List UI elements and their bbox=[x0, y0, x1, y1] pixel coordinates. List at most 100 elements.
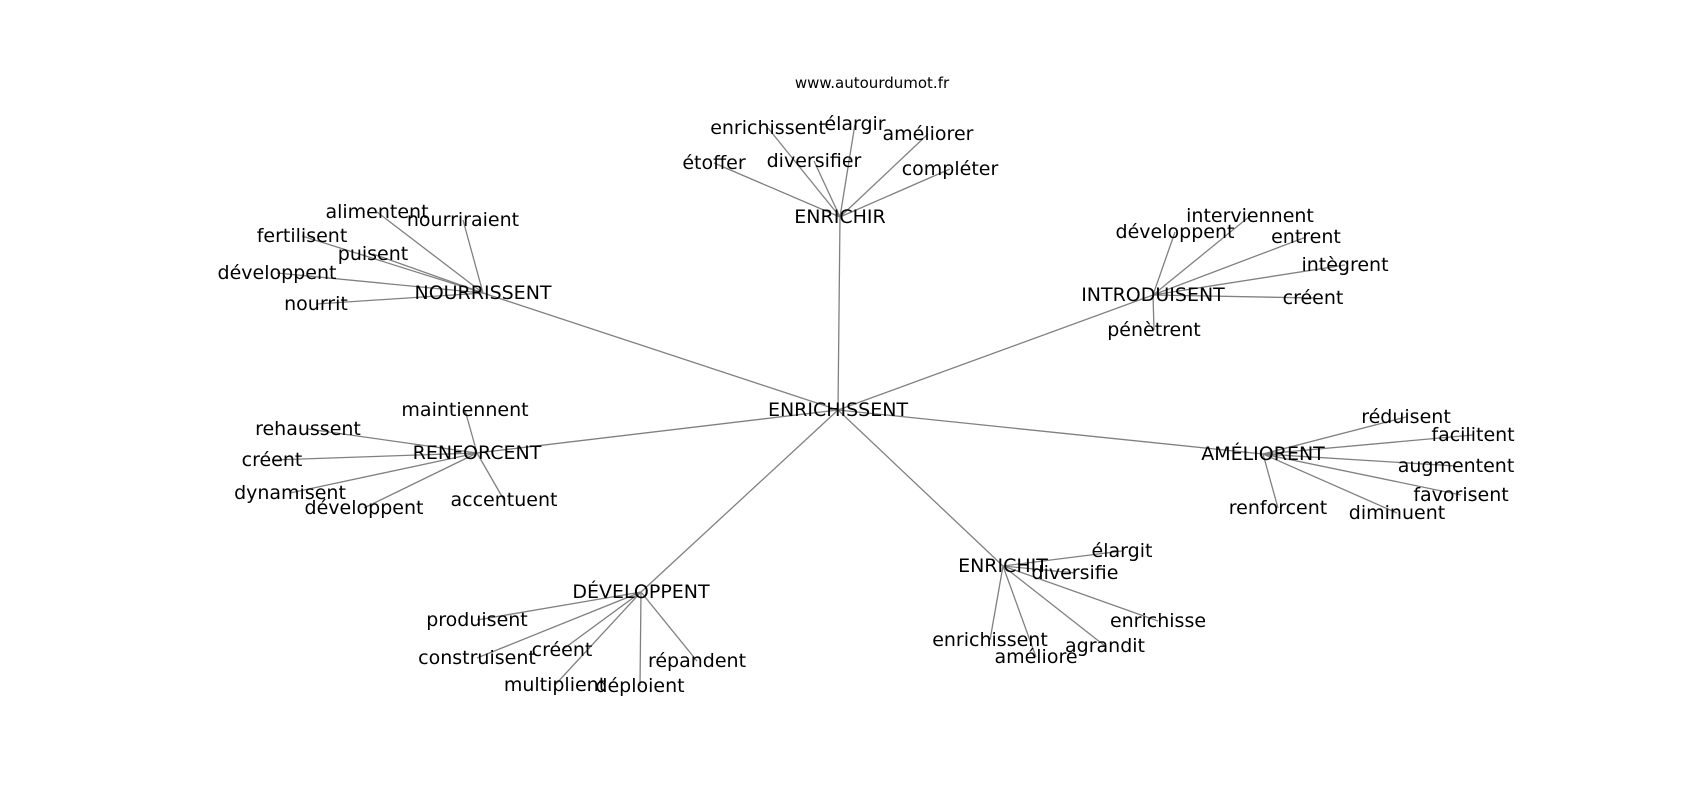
leaf-word[interactable]: pénètrent bbox=[1107, 319, 1201, 341]
edge-center-to-hub bbox=[837, 409, 1264, 455]
edge-center-to-hub bbox=[837, 294, 1154, 411]
edge-hub-to-leaf bbox=[813, 160, 841, 218]
edge-hub-to-leaf bbox=[1002, 565, 1076, 574]
leaf-word[interactable]: interviennent bbox=[1186, 205, 1314, 227]
edge-hub-to-leaf bbox=[639, 591, 642, 687]
graph-labels: ENRICHISSENTENRICHIRenrichissentélargira… bbox=[218, 113, 1515, 697]
edge-hub-to-leaf bbox=[1262, 453, 1462, 496]
edge-hub-to-leaf bbox=[1262, 453, 1457, 467]
leaf-word[interactable]: développent bbox=[305, 497, 424, 519]
edge-hub-to-leaf bbox=[1262, 453, 1398, 514]
leaf-word[interactable]: fertilisent bbox=[257, 225, 348, 247]
leaf-word[interactable]: déploient bbox=[595, 675, 684, 697]
edge-hub-to-leaf bbox=[1152, 215, 1251, 296]
edge-hub-to-leaf bbox=[640, 591, 698, 662]
edge-hub-to-leaf bbox=[289, 452, 478, 494]
leaf-word[interactable]: multiplient bbox=[504, 674, 606, 696]
edge-hub-to-leaf bbox=[1262, 416, 1407, 455]
leaf-word[interactable]: produisent bbox=[426, 609, 528, 631]
leaf-word[interactable]: intègrent bbox=[1301, 254, 1388, 276]
leaf-word[interactable]: nourriraient bbox=[407, 209, 519, 231]
edge-hub-to-leaf bbox=[462, 219, 484, 294]
edge-hub-to-leaf bbox=[1262, 453, 1279, 509]
leaf-word[interactable]: répandent bbox=[648, 650, 746, 672]
edge-hub-to-leaf bbox=[1152, 294, 1155, 331]
edge-hub-to-leaf bbox=[989, 565, 1004, 641]
hub-word[interactable]: ENRICHIT bbox=[958, 555, 1048, 577]
edge-hub-to-leaf bbox=[376, 211, 484, 294]
leaf-word[interactable]: enrichissent bbox=[710, 117, 826, 139]
edge-hub-to-leaf bbox=[767, 127, 841, 218]
site-label[interactable]: www.autourdumot.fr bbox=[795, 74, 950, 92]
leaf-word[interactable]: puisent bbox=[338, 243, 408, 265]
edge-hub-to-leaf bbox=[276, 272, 484, 294]
leaf-word[interactable]: enrichissent bbox=[932, 629, 1048, 651]
edge-center-to-hub bbox=[640, 409, 839, 593]
leaf-word[interactable]: développent bbox=[1116, 221, 1235, 243]
leaf-word[interactable]: diversifier bbox=[767, 150, 862, 172]
edge-center-to-hub bbox=[837, 409, 1004, 567]
hub-word[interactable]: DÉVELOPPENT bbox=[572, 580, 710, 603]
leaf-word[interactable]: favorisent bbox=[1413, 484, 1508, 506]
leaf-word[interactable]: développent bbox=[218, 262, 337, 284]
edge-hub-to-leaf bbox=[1152, 264, 1346, 296]
edge-hub-to-leaf bbox=[315, 292, 484, 305]
leaf-word[interactable]: améliore bbox=[994, 646, 1077, 668]
graph-edges bbox=[271, 123, 1474, 687]
leaf-word[interactable]: maintiennent bbox=[401, 399, 528, 421]
leaf-word[interactable]: réduisent bbox=[1361, 406, 1451, 428]
edge-hub-to-leaf bbox=[839, 133, 929, 218]
leaf-word[interactable]: entrent bbox=[1271, 226, 1341, 248]
leaf-word[interactable]: rehaussent bbox=[255, 418, 361, 440]
hub-word[interactable]: AMÉLIORENT bbox=[1201, 442, 1325, 465]
edge-center-to-hub bbox=[476, 409, 839, 454]
edge-hub-to-leaf bbox=[363, 452, 478, 509]
leaf-word[interactable]: construisent bbox=[418, 647, 536, 669]
hub-word[interactable]: RENFORCENT bbox=[413, 442, 542, 464]
edge-hub-to-leaf bbox=[1152, 231, 1176, 296]
center-word[interactable]: ENRICHISSENT bbox=[768, 399, 909, 421]
leaf-word[interactable]: accentuent bbox=[451, 489, 558, 511]
edge-hub-to-leaf bbox=[1002, 565, 1159, 622]
edge-hub-to-leaf bbox=[839, 168, 951, 218]
leaf-word[interactable]: diminuent bbox=[1349, 502, 1445, 524]
hub-word[interactable]: ENRICHIR bbox=[794, 206, 885, 228]
leaf-word[interactable]: dynamisent bbox=[234, 482, 346, 504]
edge-hub-to-leaf bbox=[307, 428, 478, 454]
leaf-word[interactable]: créent bbox=[1283, 287, 1344, 309]
edge-hub-to-leaf bbox=[713, 162, 841, 218]
edge-center-to-hub bbox=[482, 292, 839, 411]
edge-hub-to-leaf bbox=[839, 123, 856, 218]
hub-word[interactable]: INTRODUISENT bbox=[1081, 284, 1225, 306]
edge-hub-to-leaf bbox=[464, 409, 478, 454]
edge-hub-to-leaf bbox=[1152, 294, 1314, 299]
edge-center-to-hub bbox=[837, 216, 841, 411]
edge-hub-to-leaf bbox=[561, 591, 642, 651]
leaf-word[interactable]: diversifie bbox=[1032, 562, 1119, 584]
edge-hub-to-leaf bbox=[1002, 565, 1106, 647]
leaf-word[interactable]: étoffer bbox=[682, 152, 746, 174]
leaf-word[interactable]: augmentent bbox=[1398, 455, 1515, 477]
edge-hub-to-leaf bbox=[554, 591, 642, 686]
leaf-word[interactable]: élargit bbox=[1092, 540, 1153, 562]
hub-word[interactable]: NOURRISSENT bbox=[414, 282, 551, 304]
edge-hub-to-leaf bbox=[372, 253, 484, 294]
edge-hub-to-leaf bbox=[1152, 236, 1307, 296]
leaf-word[interactable]: nourrit bbox=[284, 293, 348, 315]
leaf-word[interactable]: créent bbox=[532, 639, 593, 661]
edge-hub-to-leaf bbox=[476, 591, 642, 659]
edge-hub-to-leaf bbox=[1262, 434, 1474, 455]
leaf-word[interactable]: créent bbox=[242, 449, 303, 471]
edge-hub-to-leaf bbox=[1002, 565, 1037, 658]
edge-hub-to-leaf bbox=[476, 591, 642, 621]
leaf-word[interactable]: améliorer bbox=[883, 123, 974, 145]
leaf-word[interactable]: élargir bbox=[824, 113, 885, 135]
leaf-word[interactable]: facilitent bbox=[1431, 424, 1514, 446]
leaf-word[interactable]: renforcent bbox=[1229, 497, 1327, 519]
leaf-word[interactable]: enrichisse bbox=[1110, 610, 1206, 632]
edge-hub-to-leaf bbox=[301, 235, 484, 294]
leaf-word[interactable]: compléter bbox=[902, 158, 999, 180]
leaf-word[interactable]: alimentent bbox=[325, 201, 428, 223]
leaf-word[interactable]: agrandit bbox=[1065, 635, 1145, 657]
